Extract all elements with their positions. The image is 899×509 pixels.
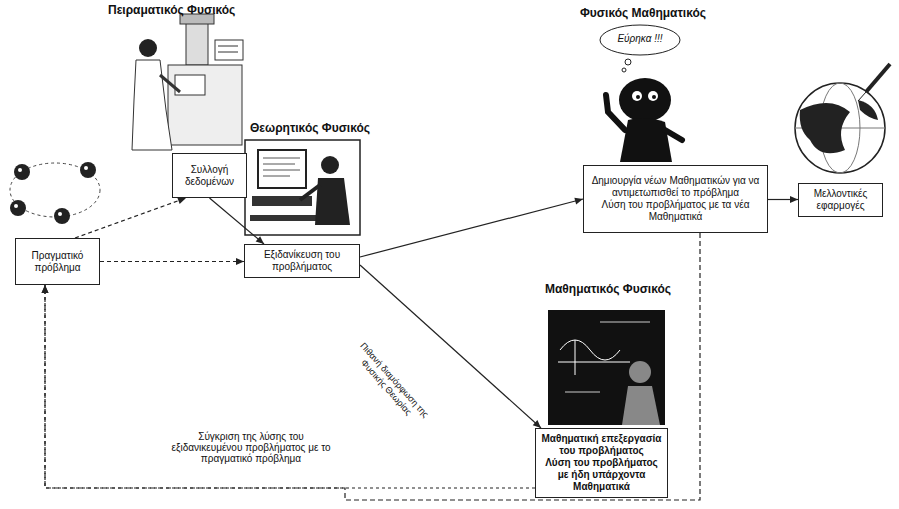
flow-line xyxy=(75,198,186,238)
box-text: Συλλογή δεδομένων xyxy=(178,164,241,188)
theoretical-physicist-illustration xyxy=(245,140,360,235)
edge-label: Σύγκριση της λύσης του εξιδανικευμένου π… xyxy=(162,431,340,464)
arrow-head xyxy=(574,198,583,205)
arrow-head xyxy=(236,258,244,265)
box-text: Πραγματικό πρόβλημα xyxy=(21,250,94,274)
box-text: Εξιδανίκευση του προβλήματος xyxy=(250,249,354,273)
role-heading: Μαθηματικός Φυσικός xyxy=(545,282,671,296)
box-text: Μελλοντικές εφαρμογές xyxy=(804,188,877,212)
flow-arrow xyxy=(360,198,583,257)
flow-arrow xyxy=(360,265,541,428)
process-box: Συλλογή δεδομένων xyxy=(172,153,247,198)
flow-arrow xyxy=(768,196,798,203)
experimental-physicist-illustration xyxy=(132,14,243,150)
process-box: Δημιουργία νέων Μαθηματικών για να αντιμ… xyxy=(583,165,768,233)
flow-arrow xyxy=(42,285,536,488)
outcome-box: Μελλοντικές εφαρμογές xyxy=(798,183,883,217)
arrow-head xyxy=(256,236,264,244)
flow-line xyxy=(100,261,244,262)
flow-line xyxy=(45,233,700,500)
flow-arrow xyxy=(100,258,244,265)
arrow-head xyxy=(42,285,49,293)
note-label: Πιθανή διαμόρφωση της Φυσικής Θεωρίας xyxy=(346,337,435,432)
box-subtext: Λύση του προβλήματος με τα νέα Μαθηματικ… xyxy=(589,199,762,223)
mathematical-physicist-illustration xyxy=(548,310,665,425)
arrow-head xyxy=(790,196,798,203)
role-heading: Θεωρητικός Φυσικός xyxy=(250,121,370,135)
cartoon-figure-illustration xyxy=(600,25,682,162)
role-heading: Φυσικός Μαθηματικός xyxy=(580,6,706,20)
box-text: Μαθηματική επεξεργασία του προβλήματος xyxy=(541,433,662,457)
flow-line xyxy=(210,198,265,244)
flow-arrow xyxy=(210,198,265,244)
box-text: Δημιουργία νέων Μαθηματικών για να αντιμ… xyxy=(589,175,762,199)
flow-line xyxy=(45,285,535,488)
problem-box: Πραγματικό πρόβλημα xyxy=(15,238,100,285)
orbit-illustration xyxy=(10,162,100,224)
flow-line xyxy=(360,265,541,428)
arrow-head xyxy=(42,285,49,293)
arrow-head xyxy=(177,197,186,204)
flow-line xyxy=(360,199,583,257)
globe-illustration xyxy=(795,64,890,173)
flow-arrow xyxy=(75,197,186,238)
arrow-head xyxy=(533,420,541,428)
thought-text: Εύρηκα !!! xyxy=(605,33,675,45)
process-box: Εξιδανίκευση του προβλήματος xyxy=(244,244,360,278)
process-box: Μαθηματική επεξεργασία του προβλήματοςΛύ… xyxy=(535,428,668,498)
flow-arrow xyxy=(42,233,701,500)
box-subtext: Λύση του προβλήματος με ήδη υπάρχοντα Μα… xyxy=(541,457,662,493)
role-heading: Πειραματικός Φυσικός xyxy=(108,3,235,17)
